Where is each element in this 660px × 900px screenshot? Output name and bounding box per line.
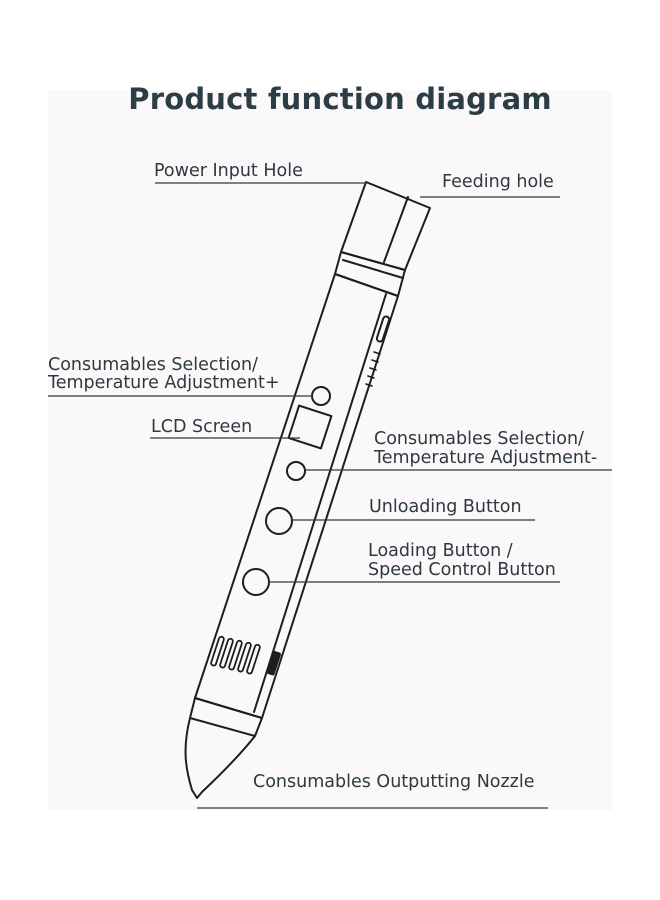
vent-slots bbox=[210, 635, 261, 675]
temp-minus-button bbox=[286, 461, 306, 481]
side-switch bbox=[266, 650, 281, 676]
loading-button-shape bbox=[242, 568, 270, 596]
cap-ridge bbox=[383, 196, 409, 263]
lower-collar bbox=[189, 697, 263, 737]
label-temp-minus-2: Temperature Adjustment- bbox=[374, 448, 598, 468]
pen-body bbox=[194, 273, 399, 719]
label-feeding-hole: Feeding hole bbox=[442, 172, 554, 192]
label-nozzle: Consumables Outputting Nozzle bbox=[253, 772, 535, 792]
label-temp-minus-1: Consumables Selection/ bbox=[374, 429, 584, 449]
temp-plus-button bbox=[311, 386, 331, 406]
lcd-screen-shape bbox=[287, 404, 333, 450]
grip-ticks bbox=[365, 351, 381, 387]
label-power-input-hole: Power Input Hole bbox=[154, 161, 303, 181]
pen-collar bbox=[334, 251, 406, 297]
power-input-slot bbox=[375, 315, 391, 343]
label-loading-1: Loading Button / bbox=[368, 541, 513, 561]
unloading-button-shape bbox=[265, 507, 293, 535]
label-temp-plus-2: Temperature Adjustment+ bbox=[48, 373, 280, 393]
diagram-title: Product function diagram bbox=[128, 82, 552, 116]
diagram-panel bbox=[48, 90, 612, 810]
label-loading-2: Speed Control Button bbox=[368, 560, 556, 580]
label-lcd-screen: LCD Screen bbox=[151, 417, 253, 437]
label-unloading-button: Unloading Button bbox=[369, 497, 522, 517]
label-temp-plus-1: Consumables Selection/ bbox=[48, 355, 258, 375]
nozzle bbox=[184, 717, 256, 799]
